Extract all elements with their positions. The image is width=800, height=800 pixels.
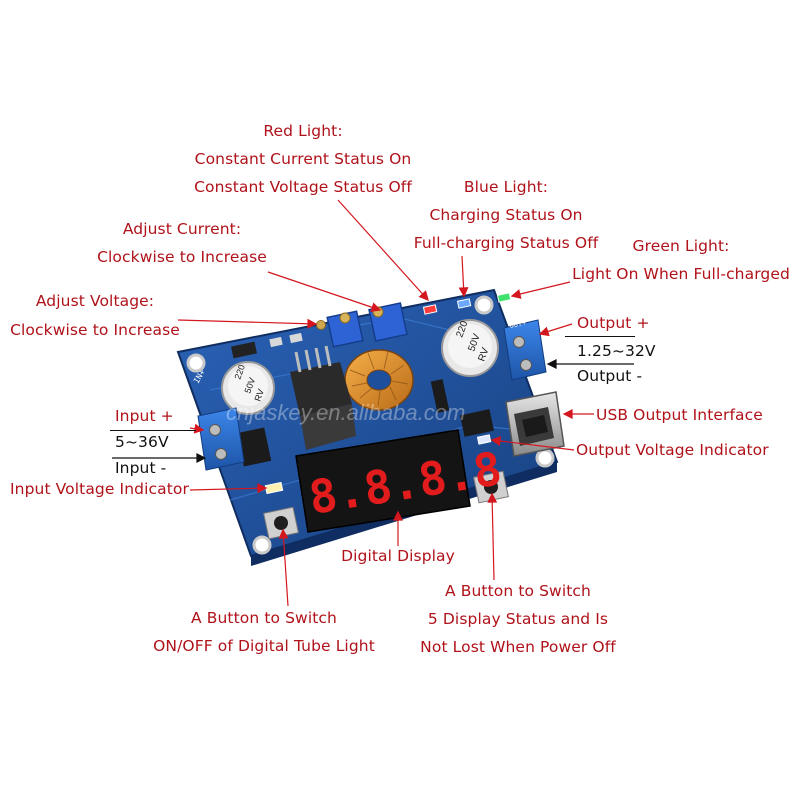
adjust-current-title: Adjust Current: — [122, 220, 242, 238]
usb-port[interactable] — [505, 391, 565, 457]
input-minus-arrow — [112, 453, 207, 463]
right-button-label-1: A Button to Switch — [445, 582, 591, 600]
current-potentiometer[interactable] — [326, 310, 364, 348]
smd-component — [289, 332, 303, 344]
left-button-leader-arrowhead — [278, 528, 289, 539]
input-indicator-led — [264, 481, 284, 495]
right-button-leader-arrowhead — [487, 492, 498, 503]
red-led — [422, 304, 438, 315]
mounting-hole — [186, 353, 206, 373]
adjust-voltage-leader — [177, 319, 317, 325]
blue-light-on-text: Charging Status On — [429, 206, 583, 224]
smd-component — [269, 336, 283, 348]
green-light-leader — [511, 281, 571, 297]
blue-light-off-text: Full-charging Status Off — [413, 234, 599, 252]
output-plus-leader-arrowhead — [538, 326, 550, 337]
output-minus-arrow — [546, 359, 634, 369]
svg-text:RV: RV — [252, 388, 266, 403]
left-button-label-2: ON/OFF of Digital Tube Light — [153, 637, 375, 655]
green-light-text: Light On When Full-charged — [572, 265, 790, 283]
green-light-title: Green Light: — [632, 237, 730, 255]
input-plus-label: Input + — [115, 407, 174, 425]
input-plus-leader-arrowhead — [193, 423, 205, 434]
watermark: cnjaskey.en.alibaba.com — [226, 400, 465, 425]
blue-led — [456, 298, 472, 309]
output-voltage-indicator-label: Output Voltage Indicator — [576, 441, 769, 459]
green-led — [496, 292, 512, 303]
input-voltage-indicator-label: Input Voltage Indicator — [10, 480, 189, 498]
in-minus-silk: IN- — [208, 498, 223, 515]
output-terminal-block[interactable] — [503, 319, 547, 381]
adjust-voltage-title: Adjust Voltage: — [35, 292, 155, 310]
input-capacitor: 220 50V RV — [221, 361, 275, 415]
usb-output-label: USB Output Interface — [596, 406, 763, 424]
blue-light-leader-arrowhead — [458, 287, 469, 298]
usb-output-leader-arrowhead — [562, 409, 573, 419]
leader-lines — [177, 199, 594, 607]
red-light-on-text: Constant Current Status On — [194, 150, 412, 168]
output-divider — [565, 336, 635, 337]
adjust-voltage-text: Clockwise to Increase — [10, 321, 180, 339]
digital-display-label: Digital Display — [341, 547, 455, 565]
smd-component — [430, 379, 450, 413]
red-light-leader — [337, 199, 429, 301]
output-indicator-leader-arrowhead — [490, 436, 502, 446]
output-indicator-led — [476, 434, 492, 445]
out-plus-silk: OUT+ — [509, 319, 527, 330]
input-terminal-block[interactable] — [197, 407, 245, 471]
input-indicator-leader-arrowhead — [257, 483, 268, 494]
input-minus-label: Input - — [115, 459, 167, 477]
red-light-off-text: Constant Voltage Status Off — [194, 178, 412, 196]
smd-component — [460, 409, 494, 437]
regulator-ic — [290, 345, 356, 450]
red-light-leader-arrowhead — [418, 290, 429, 301]
digital-display-leader-arrowhead — [393, 510, 403, 521]
output-indicator-leader — [491, 439, 575, 451]
left-button-label-1: A Button to Switch — [191, 609, 337, 627]
svg-text:220: 220 — [232, 363, 247, 381]
input-range-label: 5~36V — [115, 433, 169, 451]
out-minus-silk: OUT- — [535, 381, 553, 392]
smd-component — [231, 341, 257, 359]
input-divider — [110, 430, 196, 431]
smd-component — [236, 427, 272, 467]
display-light-button[interactable] — [263, 506, 299, 540]
potentiometer-screw — [316, 320, 326, 330]
mounting-hole — [252, 535, 272, 555]
svg-text:RV: RV — [476, 346, 491, 363]
mounting-hole — [535, 448, 555, 468]
blue-light-title: Blue Light: — [463, 178, 549, 196]
left-button-leader — [282, 529, 289, 607]
adjust-current-text: Clockwise to Increase — [97, 248, 267, 266]
right-button-label-2: 5 Display Status and Is — [427, 610, 609, 628]
mounting-hole — [474, 295, 494, 315]
adjust-current-leader — [267, 271, 381, 311]
right-button-leader — [491, 493, 495, 581]
red-light-title: Red Light: — [263, 122, 343, 140]
input-indicator-leader — [189, 487, 267, 491]
adjust-current-leader-arrowhead — [370, 302, 382, 312]
green-light-leader-arrowhead — [510, 289, 522, 299]
output-capacitor: 220 50V RV — [441, 319, 499, 377]
output-plus-label: Output + — [577, 314, 650, 332]
adjust-voltage-leader-arrowhead — [307, 318, 318, 329]
output-range-label: 1.25~32V — [577, 342, 656, 360]
right-button-label-3: Not Lost When Power Off — [420, 638, 616, 656]
output-minus-label: Output - — [577, 367, 643, 385]
